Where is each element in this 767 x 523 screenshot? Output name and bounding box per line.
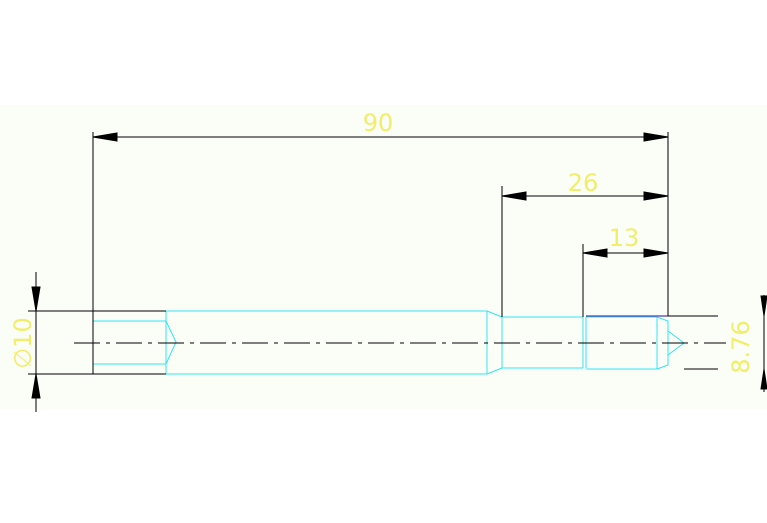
arrowhead — [643, 248, 669, 258]
dim-text-tip: 13 — [609, 224, 640, 252]
arrowhead — [501, 191, 527, 201]
dimension-text: 90 26 13 ∅10 8.76 — [9, 109, 755, 374]
dim-text-diameter: ∅10 — [9, 317, 37, 368]
arrowhead — [643, 132, 669, 142]
dim-text-tip-diameter: 8.76 — [727, 320, 755, 373]
arrowhead — [31, 373, 41, 399]
bore-cone-tip — [165, 320, 177, 365]
arrowhead — [31, 286, 41, 312]
arrowhead — [760, 295, 767, 317]
arrowhead — [582, 248, 608, 258]
arrowhead — [92, 132, 118, 142]
arrowhead — [760, 368, 767, 390]
dim-text-overall: 90 — [363, 109, 394, 137]
arrowhead — [643, 191, 669, 201]
dim-text-step: 26 — [568, 169, 599, 197]
drawing-background — [0, 105, 767, 410]
dimension-lines — [28, 132, 767, 412]
